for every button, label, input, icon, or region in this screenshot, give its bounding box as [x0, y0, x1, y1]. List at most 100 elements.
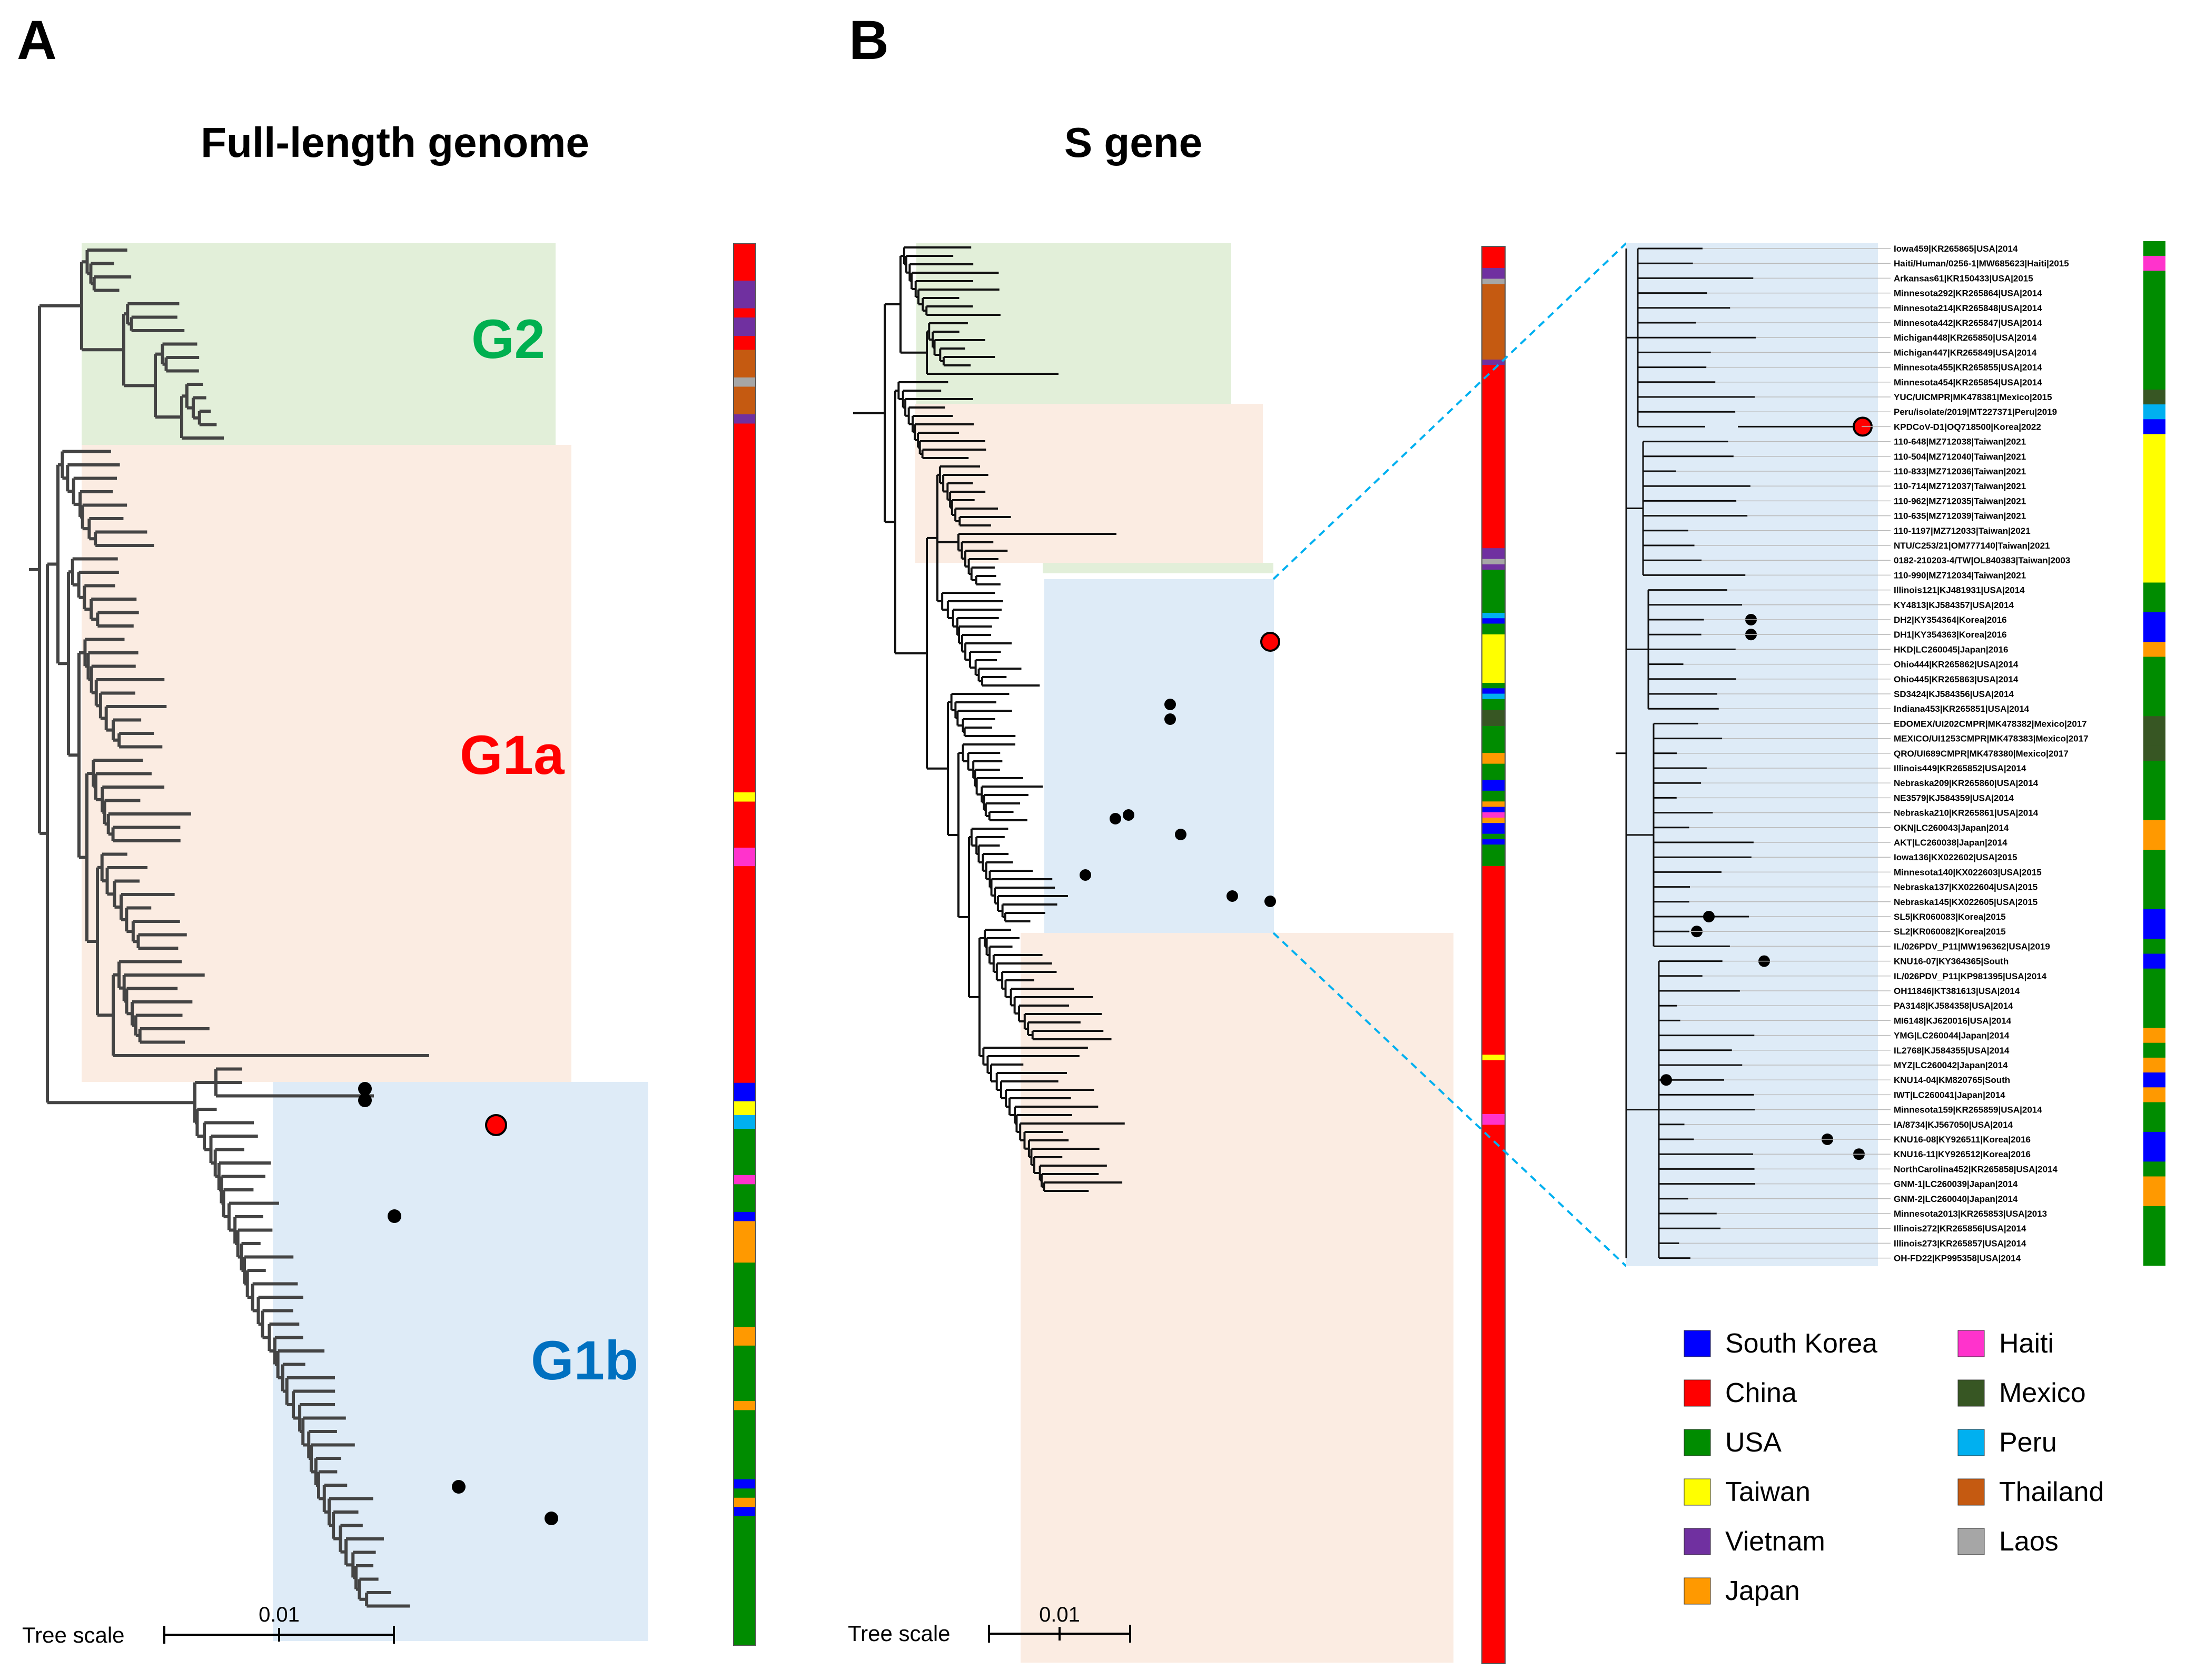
country-strip-segment	[734, 1497, 756, 1507]
country-strip-segment	[2143, 909, 2165, 925]
country-strip-segment	[734, 1327, 756, 1346]
country-strip-segment	[2143, 285, 2165, 301]
zoom-inset-tree	[1616, 247, 1873, 1259]
country-strip-segment	[2143, 716, 2165, 731]
country-strip-segment	[1482, 866, 1505, 1055]
country-strip-segment	[734, 1345, 756, 1401]
country-strip-segment	[1482, 359, 1505, 365]
country-strip-segment	[1482, 763, 1505, 780]
country-strip-segment	[1482, 284, 1505, 360]
country-strip-segment	[734, 1263, 756, 1328]
country-strip-segment	[1482, 693, 1505, 700]
taxon-label: IWT|LC260041|Japan|2014	[1894, 1090, 2005, 1100]
taxon-label: OKN|LC260043|Japan|2014	[1894, 823, 2009, 833]
country-strip-segment	[1482, 279, 1505, 285]
taxon-label: Nebraska145|KX022605|USA|2015	[1894, 897, 2037, 907]
legend-label-vietnam: Vietnam	[1725, 1526, 1825, 1557]
country-strip-segment	[1482, 1125, 1505, 1664]
panel-a-title: Full-length genome	[201, 119, 589, 166]
study-strain-marker	[1260, 632, 1280, 652]
country-strip-segment	[2143, 345, 2165, 360]
taxon-label: 110-833|MZ712036|Taiwan|2021	[1894, 466, 2026, 476]
country-strip-segment	[2143, 1102, 2165, 1118]
legend-swatch-laos	[1957, 1528, 1985, 1555]
taxon-label: IL/026PDV_P11|KP981395|USA|2014	[1894, 971, 2047, 981]
taxon-label: Minnesota214|KR265848|USA|2014	[1894, 303, 2042, 313]
country-strip-segment	[2143, 864, 2165, 880]
sequence-marker	[1264, 896, 1276, 907]
panel-b-tree-scale-label: Tree scale	[848, 1621, 951, 1646]
taxon-label: 110-1197|MZ712033|Taiwan|2021	[1894, 526, 2031, 536]
panel-b-tree-scale-value: 0.01	[1039, 1603, 1080, 1626]
country-strip-segment	[734, 336, 756, 350]
country-strip-segment	[1482, 710, 1505, 727]
sequence-marker	[1226, 890, 1238, 902]
taxon-label: Illinois273|KR265857|USA|2014	[1894, 1238, 2026, 1248]
taxon-label: KY4813|KJ584357|USA|2014	[1894, 600, 2014, 610]
taxon-label: KNU16-08|KY926511|Korea|2016	[1894, 1135, 2031, 1145]
country-strip-segment	[1482, 688, 1505, 694]
country-strip-segment	[2143, 1221, 2165, 1236]
country-strip-segment	[2143, 1147, 2165, 1162]
country-strip-segment	[1482, 1055, 1505, 1061]
country-strip-segment	[2143, 968, 2165, 984]
country-strip-segment	[734, 1211, 756, 1221]
taxon-label: Ohio444|KR265862|USA|2014	[1894, 660, 2019, 670]
taxon-label: KPDCoV-D1|OQ718500|Korea|2022	[1894, 422, 2041, 432]
country-strip-segment	[2143, 1028, 2165, 1043]
taxon-label: Minnesota292|KR265864|USA|2014	[1894, 289, 2042, 299]
country-strip-segment	[2143, 939, 2165, 954]
country-strip-segment	[1482, 780, 1505, 791]
country-strip-segment	[2143, 924, 2165, 939]
sequence-marker	[545, 1512, 558, 1525]
country-strip-segment	[2143, 998, 2165, 1013]
country-strip-segment	[1482, 807, 1505, 813]
taxon-label: Haiti/Human/0256-1|MW685623|Haiti|2015	[1894, 259, 2069, 269]
zoom-inset-labels: Iowa459|KR265865|USA|2014Haiti/Human/025…	[1894, 244, 2089, 1264]
zoom-connector-bottom	[1272, 932, 1627, 1267]
legend-swatch-south_korea	[1684, 1330, 1711, 1357]
legend-label-south_korea: South Korea	[1725, 1328, 1877, 1359]
country-strip-segment	[734, 350, 756, 378]
legend-swatch-vietnam	[1684, 1528, 1711, 1555]
country-strip-segment	[2143, 271, 2165, 286]
b-clade-g2-minor-background	[1043, 563, 1273, 573]
clade-g1a-label: G1a	[460, 724, 565, 786]
sequence-marker	[1080, 869, 1091, 881]
sequence-marker	[388, 1209, 401, 1223]
sequence-marker	[1175, 829, 1186, 840]
sequence-marker	[1164, 699, 1176, 710]
country-strip-segment	[734, 1129, 756, 1176]
taxon-label: NE3579|KJ584359|USA|2014	[1894, 793, 2014, 803]
country-strip-segment	[1482, 623, 1505, 635]
country-strip-segment	[2143, 671, 2165, 687]
taxon-label: 110-714|MZ712037|Taiwan|2021	[1894, 481, 2026, 491]
panel-b-tree-scale	[988, 1625, 1131, 1643]
taxon-label: Michigan448|KR265850|USA|2014	[1894, 333, 2037, 343]
taxon-label: Minnesota159|KR265859|USA|2014	[1894, 1105, 2042, 1115]
country-strip-segment	[1482, 801, 1505, 808]
country-strip-segment	[734, 866, 756, 1083]
country-strip-segment	[2143, 597, 2165, 613]
legend-label-china: China	[1725, 1378, 1797, 1408]
panel-a-country-strip	[733, 243, 756, 1646]
panel-a-tree-scale-value: 0.01	[259, 1603, 300, 1626]
country-strip-segment	[734, 801, 756, 848]
panel-b-country-strip	[1481, 246, 1506, 1664]
taxon-label: Iowa459|KR265865|USA|2014	[1894, 244, 2018, 254]
country-strip-segment	[2143, 493, 2165, 509]
panel-b-tree	[853, 246, 1280, 1192]
sequence-marker	[1123, 809, 1134, 821]
sequence-marker	[358, 1082, 372, 1096]
b-clade-g1a-lower-background	[1021, 933, 1453, 1663]
panel-a-tree-scale-label: Tree scale	[22, 1623, 125, 1647]
country-strip-segment	[2143, 1072, 2165, 1088]
country-strip-segment	[2143, 805, 2165, 821]
b-clade-g1b-background	[1044, 579, 1274, 933]
country-strip-segment	[1482, 1060, 1505, 1115]
legend-label-japan: Japan	[1725, 1576, 1800, 1606]
taxon-label: DH1|KY354363|Korea|2016	[1894, 630, 2007, 640]
country-strip-segment	[2143, 1236, 2165, 1251]
legend-swatch-taiwan	[1684, 1478, 1711, 1506]
